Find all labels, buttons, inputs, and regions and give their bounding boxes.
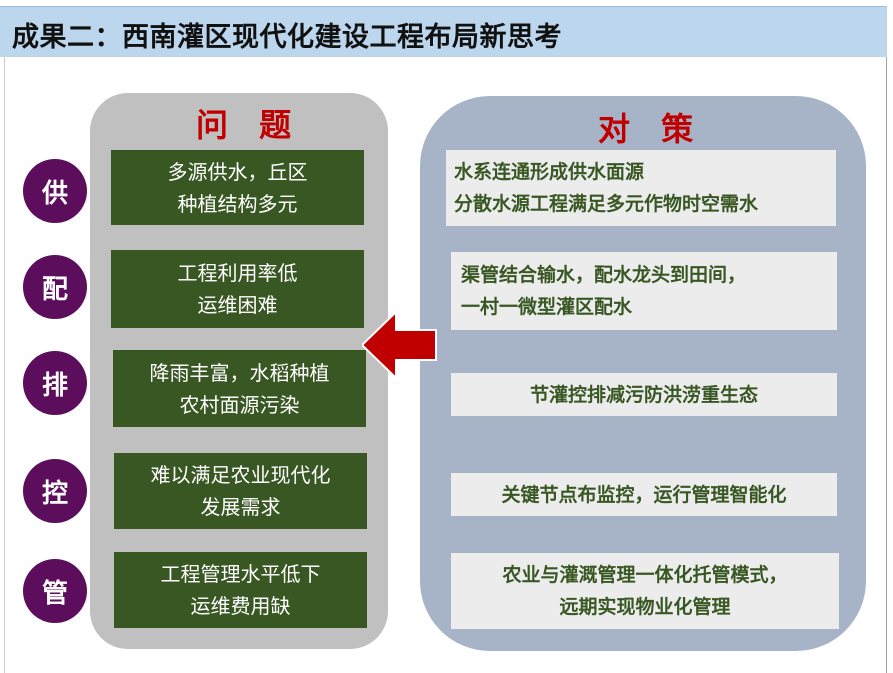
category-circle-manage: 管 — [23, 559, 87, 623]
problem-line: 农村面源污染 — [179, 392, 300, 417]
problem-box-control: 难以满足农业现代化 发展需求 — [114, 453, 367, 529]
measure-box-distribute: 渠管结合输水，配水龙头到田间， 一村一微型灌区配水 — [451, 252, 837, 330]
category-circle-distribute: 配 — [23, 255, 87, 319]
problem-line: 工程管理水平低下 — [160, 562, 321, 586]
measure-line: 农业与灌溉管理一体化托管模式， — [502, 564, 788, 586]
measure-box-manage: 农业与灌溉管理一体化托管模式， 远期实现物业化管理 — [451, 553, 839, 629]
problem-line: 发展需求 — [200, 495, 281, 519]
measure-box-control: 关键节点布监控，运行管理智能化 — [451, 473, 837, 516]
title-bar: 成果二：西南灌区现代化建设工程布局新思考 — [0, 6, 887, 57]
frame-right-edge — [886, 57, 887, 673]
problem-box-distribute: 工程利用率低 运维困难 — [111, 250, 364, 328]
problem-line: 运维困难 — [197, 293, 278, 317]
problem-line: 种植结构多元 — [177, 191, 298, 216]
problem-line: 多源供水，丘区 — [167, 159, 308, 184]
category-circle-supply: 供 — [23, 159, 87, 223]
measure-box-supply: 水系连通形成供水面源 分散水源工程满足多元作物时空需水 — [446, 150, 836, 226]
problem-line: 运维费用缺 — [190, 594, 291, 618]
category-circle-control: 控 — [23, 459, 87, 523]
problem-box-manage: 工程管理水平低下 运维费用缺 — [114, 552, 367, 628]
problems-header: 问 题 — [196, 106, 302, 144]
measure-line: 节灌控排减污防洪涝重生态 — [529, 383, 758, 406]
measure-line: 远期实现物业化管理 — [559, 596, 731, 618]
measure-box-drain: 节灌控排减污防洪涝重生态 — [451, 373, 837, 416]
category-circle-drain: 排 — [23, 351, 87, 415]
measure-line: 一村一微型灌区配水 — [461, 296, 633, 318]
left-arrow-icon — [362, 312, 437, 378]
frame-left-edge — [4, 57, 5, 673]
problem-box-supply: 多源供水，丘区 种植结构多元 — [111, 150, 364, 225]
problem-line: 难以满足农业现代化 — [150, 463, 331, 487]
measures-header: 对 策 — [598, 110, 704, 148]
problem-box-drain: 降雨丰富，水稻种植 农村面源污染 — [113, 350, 366, 427]
problem-line: 工程利用率低 — [177, 261, 298, 285]
measure-line: 水系连通形成供水面源 — [454, 161, 645, 183]
page-title: 成果二：西南灌区现代化建设工程布局新思考 — [12, 22, 562, 53]
measure-line: 关键节点布监控，运行管理智能化 — [501, 483, 787, 506]
measure-line: 渠管结合输水，配水龙头到田间， — [461, 264, 747, 286]
measure-line: 分散水源工程满足多元作物时空需水 — [454, 193, 759, 215]
problem-line: 降雨丰富，水稻种植 — [149, 360, 330, 385]
